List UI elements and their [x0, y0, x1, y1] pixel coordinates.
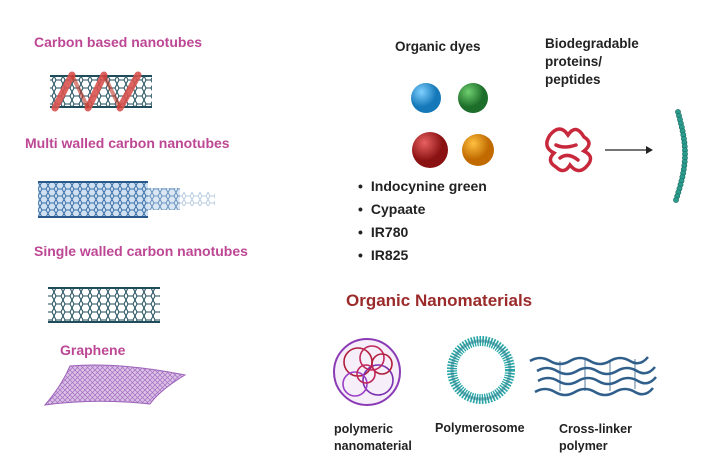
peptide-chain-icon — [673, 109, 688, 203]
polymeric-nanomaterial-image — [333, 338, 401, 406]
carbon-based-nanotubes-label: Carbon based nanotubes — [34, 34, 203, 50]
folded-protein-icon — [545, 127, 593, 173]
organic-nanomaterials-title: Organic Nanomaterials — [346, 291, 533, 310]
single-walled-label: Single walled carbon nanotubes — [34, 243, 248, 259]
graphene-label: Graphene — [60, 342, 126, 358]
arrow-icon — [605, 146, 653, 154]
polymeric-nanomaterial-label: polymeric nanomaterial — [334, 421, 412, 455]
cross-linker-polymer-image — [529, 356, 657, 397]
label-line: Cross-linker — [559, 422, 632, 436]
dye-item: IR780 — [358, 223, 487, 246]
label-line: nanomaterial — [334, 439, 412, 453]
dye-list: Indocynine green Cypaate IR780 IR825 — [358, 177, 487, 269]
proteins-line: Biodegradable — [545, 36, 639, 51]
organic-dyes-title: Organic dyes — [395, 39, 481, 54]
orange-dye-ball — [462, 134, 494, 166]
peptide-bead — [673, 197, 679, 203]
polymerosome-label: Polymerosome — [435, 421, 525, 435]
green-dye-ball — [458, 83, 488, 113]
dye-item: Cypaate — [358, 200, 487, 223]
polymerosome-image — [447, 336, 515, 404]
label-line: polymer — [559, 439, 608, 453]
carbon-nanotube-helix-image — [50, 71, 152, 112]
dye-item: Indocynine green — [358, 177, 487, 200]
proteins-line: proteins/ — [545, 54, 603, 69]
biodegradable-proteins-label: Biodegradable proteins/ peptides — [545, 35, 639, 89]
label-line: polymeric — [334, 422, 394, 436]
red-dye-ball — [412, 132, 448, 168]
multi-walled-nanotube-image — [38, 181, 215, 218]
proteins-line: peptides — [545, 72, 601, 87]
blue-dye-ball — [411, 83, 441, 113]
single-walled-nanotube-image — [48, 287, 160, 323]
dye-item: IR825 — [358, 246, 487, 269]
multi-walled-label: Multi walled carbon nanotubes — [25, 135, 230, 151]
cross-linker-polymer-label: Cross-linker polymer — [559, 421, 632, 455]
